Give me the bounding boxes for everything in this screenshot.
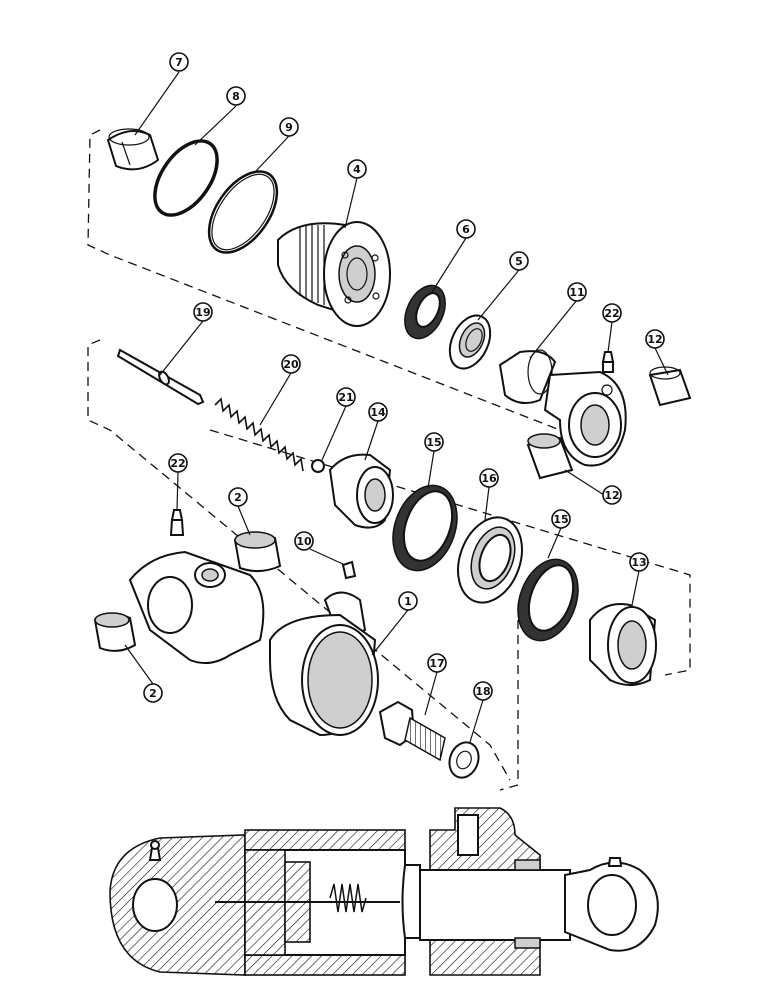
leader-lines: [124, 71, 669, 743]
piston-4: [277, 221, 391, 327]
bushing-12-upper: [648, 366, 692, 407]
callout-label: 17: [429, 657, 444, 670]
callout-12-upper: 12: [645, 329, 665, 349]
bushing-2-lower: [93, 612, 137, 652]
bolt-17: [378, 700, 446, 762]
callout-label: 18: [475, 685, 490, 698]
callout-9: 9: [279, 117, 299, 137]
clevis-body: [128, 550, 265, 665]
group-outline-right: [209, 429, 691, 676]
callout-15-upper: 15: [424, 432, 444, 452]
o-ring-8: [153, 139, 219, 217]
callout-label: 5: [515, 255, 523, 268]
rod-eye: [543, 370, 627, 467]
callout-14: 14: [368, 402, 388, 422]
ring-16: [457, 516, 523, 604]
callout-label: 20: [283, 358, 299, 371]
callout-18: 18: [473, 681, 493, 701]
callout-label: 8: [232, 90, 240, 103]
callout-label: 11: [569, 286, 584, 299]
callout-7: 7: [169, 52, 189, 72]
callout-label: 16: [481, 472, 497, 485]
spring-20: [214, 397, 304, 472]
callout-label: 12: [604, 489, 619, 502]
callout-label: 14: [370, 406, 386, 419]
gland-13: [589, 603, 657, 686]
seal-15-lower: [517, 558, 579, 642]
grease-fitting-22-left: [169, 509, 185, 536]
rod-11: [498, 349, 557, 405]
screw-10: [341, 560, 357, 580]
callout-label: 22: [604, 307, 619, 320]
callout-label: 22: [170, 457, 185, 470]
callout-10: 10: [294, 531, 314, 551]
callout-16: 16: [479, 468, 499, 488]
callout-17: 17: [427, 653, 447, 673]
callout-11: 11: [567, 282, 587, 302]
pin-19: [116, 348, 205, 406]
callout-label: 6: [462, 223, 470, 236]
callout-13: 13: [629, 552, 649, 572]
wiper-5: [448, 314, 492, 370]
callout-4: 4: [347, 159, 367, 179]
callout-21: 21: [336, 387, 356, 407]
callout-15-lower: 15: [551, 509, 571, 529]
seal-6: [404, 284, 446, 340]
callout-label: 21: [338, 391, 353, 404]
callout-5: 5: [509, 251, 529, 271]
callout-label: 2: [234, 491, 242, 504]
valve-14: [328, 453, 394, 529]
callout-label: 12: [647, 333, 662, 346]
backup-ring-9: [207, 170, 279, 254]
callout-label: 1: [404, 595, 412, 608]
bushing-2-upper: [233, 531, 282, 572]
callout-2-upper: 2: [228, 487, 248, 507]
callout-22-top: 22: [602, 303, 622, 323]
seal-15-upper: [392, 484, 458, 572]
bushing-12-lower: [526, 433, 574, 480]
callout-12-lower: 12: [602, 485, 622, 505]
callout-label: 9: [285, 121, 293, 134]
callout-label: 4: [353, 163, 361, 176]
callout-20: 20: [281, 354, 301, 374]
callout-label: 10: [296, 535, 312, 548]
group-outline-lower: [499, 620, 519, 791]
callout-22-left: 22: [168, 453, 188, 473]
callout-label: 2: [149, 687, 157, 700]
ball-21: [311, 459, 325, 473]
callout-label: 15: [553, 513, 568, 526]
callout-label: 15: [426, 436, 441, 449]
callout-6: 6: [456, 219, 476, 239]
bushing-7: [106, 128, 160, 171]
callout-label: 7: [175, 56, 183, 69]
callout-1: 1: [398, 591, 418, 611]
callout-8: 8: [226, 86, 246, 106]
assembled-cross-section: [109, 807, 659, 976]
callout-label: 13: [631, 556, 646, 569]
callout-19: 19: [193, 302, 213, 322]
callout-2-lower: 2: [143, 683, 163, 703]
barrel-1: [269, 591, 379, 737]
washer-18: [448, 741, 480, 779]
callout-label: 19: [195, 306, 210, 319]
grease-fitting-22-top: [601, 351, 615, 373]
